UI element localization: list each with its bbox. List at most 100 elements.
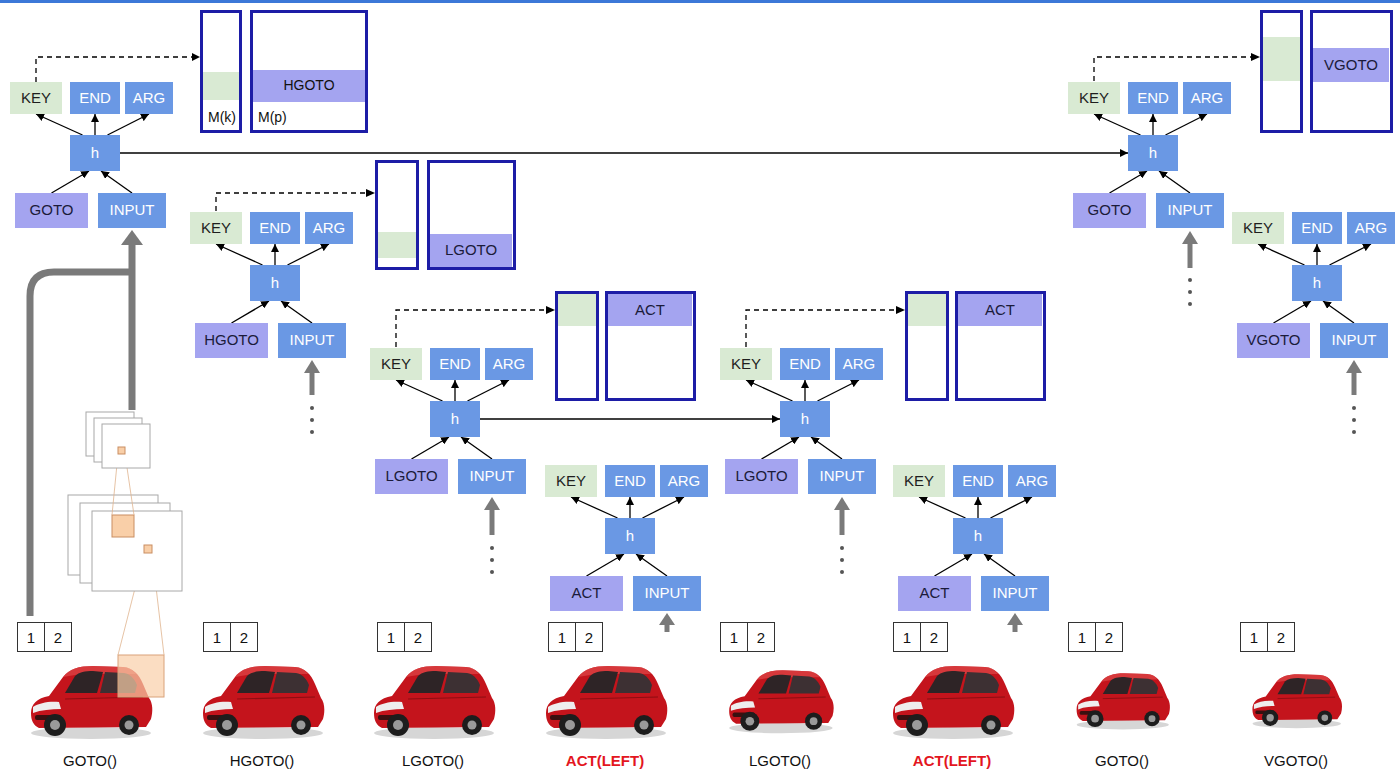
memory-key-column <box>557 293 598 400</box>
argument-box: ARG <box>1347 212 1395 244</box>
program-box: ACT <box>550 576 623 611</box>
lookup-line <box>216 193 368 211</box>
state-cell: 1 <box>720 622 748 652</box>
step-caption: VGOTO() <box>1264 752 1328 770</box>
node-text: ARG <box>313 220 346 237</box>
connector <box>480 418 780 419</box>
node-text: h <box>974 528 982 545</box>
input-feed-head <box>834 497 850 510</box>
node-text: ARG <box>843 356 876 373</box>
dot <box>1188 302 1192 306</box>
memory-columns <box>203 12 1392 400</box>
input-box: INPUT <box>1156 193 1224 228</box>
input-feed-line <box>840 509 845 535</box>
receptive-field <box>118 655 164 697</box>
input-feed-head <box>1346 360 1362 373</box>
connector <box>818 380 860 401</box>
argument-box: ARG <box>660 465 708 497</box>
connector <box>762 437 800 459</box>
node-text: INPUT <box>1332 332 1377 349</box>
dot <box>310 406 314 410</box>
hidden-state-box: h <box>1292 265 1342 301</box>
car-image <box>374 666 495 739</box>
key-box: KEY <box>893 465 945 497</box>
connector <box>454 380 455 401</box>
connector <box>468 380 510 401</box>
node-text: KEY <box>731 356 761 373</box>
receptive-field <box>144 545 152 553</box>
node-text: GOTO <box>1088 202 1132 219</box>
lookup-head <box>366 189 375 197</box>
end-box: END <box>70 82 120 114</box>
hidden-state-box: h <box>70 135 120 171</box>
connector <box>1274 301 1312 323</box>
program-box: GOTO <box>1073 193 1146 228</box>
node-text: END <box>79 90 111 107</box>
argument-box: ARG <box>1008 465 1056 497</box>
node-text: M(p) <box>258 110 287 125</box>
state-cell: 2 <box>44 622 72 652</box>
step-caption: GOTO() <box>63 752 117 770</box>
connector <box>1152 114 1153 135</box>
connector <box>396 380 443 401</box>
lookup-head <box>1251 53 1260 61</box>
node-text: INPUT <box>645 585 690 602</box>
state-cell: 2 <box>230 622 258 652</box>
node-text: ARG <box>1016 473 1049 490</box>
connector <box>1323 301 1354 323</box>
memory-key-entry <box>1263 37 1300 81</box>
step-caption: HGOTO() <box>230 752 295 770</box>
state-cell: 1 <box>548 622 576 652</box>
connector <box>991 497 1033 518</box>
dot <box>1188 278 1192 282</box>
dot <box>310 418 314 422</box>
input-box: INPUT <box>278 323 346 358</box>
state-cell: 1 <box>893 622 921 652</box>
connector <box>571 497 618 518</box>
node-text: VGOTO <box>1247 332 1301 349</box>
connector <box>281 301 312 323</box>
key-box: KEY <box>190 212 242 244</box>
connector <box>288 244 330 265</box>
hidden-state-box: h <box>953 518 1003 554</box>
program-box: VGOTO <box>1237 323 1310 358</box>
input-feed-head <box>304 360 320 373</box>
state-cell: 2 <box>1267 622 1295 652</box>
car-image <box>893 666 1014 739</box>
input-box: INPUT <box>981 576 1049 611</box>
input-feed-head <box>1007 613 1023 625</box>
program-box: LGOTO <box>375 459 448 494</box>
input-feed-head <box>1182 231 1198 244</box>
car-image <box>1252 674 1342 728</box>
connector <box>36 57 200 82</box>
node-text: ARG <box>493 356 526 373</box>
node-text: ACT <box>985 302 1015 319</box>
connector <box>811 437 842 459</box>
argument-box: ARG <box>125 82 173 114</box>
node-text: END <box>614 473 646 490</box>
node-text: INPUT <box>993 585 1038 602</box>
connector <box>120 152 1128 153</box>
step-caption: ACT(LEFT) <box>566 752 644 770</box>
step-caption: ACT(LEFT) <box>913 752 991 770</box>
key-box: KEY <box>545 465 597 497</box>
memory-key-entry <box>908 294 946 326</box>
node-text: h <box>626 528 634 545</box>
node-text: KEY <box>381 356 411 373</box>
car-image <box>546 666 667 739</box>
node-text: END <box>1137 90 1169 107</box>
connector <box>94 114 95 135</box>
memory-program-entry: ACT <box>608 294 692 326</box>
connector <box>232 301 270 323</box>
node-text: ARG <box>668 473 701 490</box>
hidden-state-box: h <box>430 401 480 437</box>
input-feed-line <box>30 272 132 616</box>
hidden-state-box: h <box>780 401 830 437</box>
connector <box>412 437 450 459</box>
connector <box>746 380 793 401</box>
dot <box>1352 406 1356 410</box>
node-text: END <box>789 356 821 373</box>
key-box: KEY <box>370 348 422 380</box>
input-feed-line <box>1013 624 1018 632</box>
end-box: END <box>250 212 300 244</box>
